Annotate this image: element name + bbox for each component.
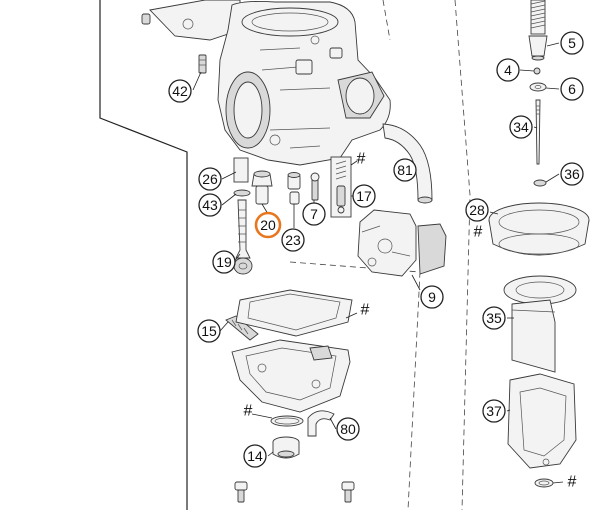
svg-text:42: 42 <box>172 83 188 99</box>
svg-text:81: 81 <box>397 162 413 178</box>
idle-screw-part-19 <box>233 199 253 275</box>
svg-text:7: 7 <box>310 206 318 222</box>
bracket-part-9 <box>357 209 447 277</box>
callout-81[interactable]: 81 <box>393 158 417 182</box>
callout-7[interactable]: 7 <box>302 202 326 226</box>
svg-text:80: 80 <box>340 421 356 437</box>
svg-text:20: 20 <box>260 217 276 233</box>
callout-34[interactable]: 34 <box>509 115 533 139</box>
callout-26[interactable]: 26 <box>198 167 222 191</box>
hose-part-80 <box>307 410 335 437</box>
svg-text:6: 6 <box>568 81 576 97</box>
o-ring-bottom-right <box>534 478 554 488</box>
jet-part-20 <box>251 170 273 205</box>
bottom-screw-left <box>234 481 248 503</box>
svg-text:37: 37 <box>486 403 502 419</box>
callout-19[interactable]: 19 <box>212 250 236 274</box>
hash-mark-bottom: # <box>568 474 577 491</box>
svg-text:#: # <box>361 302 370 319</box>
cover-part-37 <box>507 373 577 469</box>
callout-20-highlighted[interactable]: 20 <box>254 211 282 239</box>
hash-mark-28: # <box>474 224 483 241</box>
bottom-screw-right <box>341 481 355 503</box>
callout-28[interactable]: 28 <box>465 198 489 222</box>
screw-part-15 <box>225 315 259 341</box>
jet-part-23 <box>287 172 301 205</box>
left-frame-line <box>99 0 188 510</box>
svg-text:#: # <box>474 224 483 241</box>
callout-37[interactable]: 37 <box>482 399 506 423</box>
pin-part-7 <box>310 172 320 201</box>
hose-part-81 <box>382 123 433 204</box>
float-bowl-gasket <box>235 289 353 337</box>
callout-35[interactable]: 35 <box>482 306 506 330</box>
callout-6[interactable]: 6 <box>560 77 584 101</box>
svg-text:5: 5 <box>568 35 576 51</box>
spring-assembly-part-17 <box>330 156 352 218</box>
hash-mark-gasket: # <box>361 302 370 319</box>
callout-36[interactable]: 36 <box>560 162 584 186</box>
svg-text:14: 14 <box>247 448 263 464</box>
svg-text:4: 4 <box>504 62 512 78</box>
svg-text:15: 15 <box>201 323 217 339</box>
svg-text:26: 26 <box>202 171 218 187</box>
spring-part-26 <box>233 157 249 183</box>
callout-80[interactable]: 80 <box>336 417 360 441</box>
svg-text:17: 17 <box>356 188 372 204</box>
carburetor-body <box>149 0 391 166</box>
callout-17[interactable]: 17 <box>352 184 376 208</box>
callout-15[interactable]: 15 <box>197 319 221 343</box>
plug-part-14 <box>272 436 300 459</box>
washer-part-36 <box>533 179 547 187</box>
callout-14[interactable]: 14 <box>243 444 267 468</box>
o-ring-bowl <box>270 415 304 427</box>
clip-part-4 <box>533 67 541 75</box>
svg-text:#: # <box>357 151 366 168</box>
callout-5[interactable]: 5 <box>560 31 584 55</box>
washer-part-6 <box>529 82 547 92</box>
callout-9[interactable]: 9 <box>420 285 444 309</box>
callout-23[interactable]: 23 <box>281 228 305 252</box>
callout-4[interactable]: 4 <box>496 58 520 82</box>
callout-42[interactable]: 42 <box>168 79 192 103</box>
svg-text:34: 34 <box>513 119 529 135</box>
right-frame-dashed-line <box>454 0 471 510</box>
svg-text:28: 28 <box>469 202 485 218</box>
svg-text:36: 36 <box>564 166 580 182</box>
small-screw-top-left <box>141 13 151 25</box>
hash-mark-o-ring: # <box>244 403 253 420</box>
diaphragm-part-28 <box>488 202 590 256</box>
svg-text:23: 23 <box>285 232 301 248</box>
o-ring-part-43 <box>233 189 251 197</box>
svg-text:43: 43 <box>202 197 218 213</box>
svg-text:35: 35 <box>486 310 502 326</box>
callout-43[interactable]: 43 <box>198 193 222 217</box>
needle-part-34 <box>535 99 541 165</box>
svg-text:19: 19 <box>216 254 232 270</box>
svg-text:9: 9 <box>428 289 436 305</box>
float-bowl <box>231 339 351 413</box>
svg-text:#: # <box>244 403 253 420</box>
slide-part-35 <box>503 275 577 373</box>
screw-part-42 <box>198 54 207 74</box>
svg-text:#: # <box>568 474 577 491</box>
hash-mark-top: # <box>357 151 366 168</box>
center-dashed-line <box>382 0 391 41</box>
spring-part-5 <box>528 0 548 61</box>
